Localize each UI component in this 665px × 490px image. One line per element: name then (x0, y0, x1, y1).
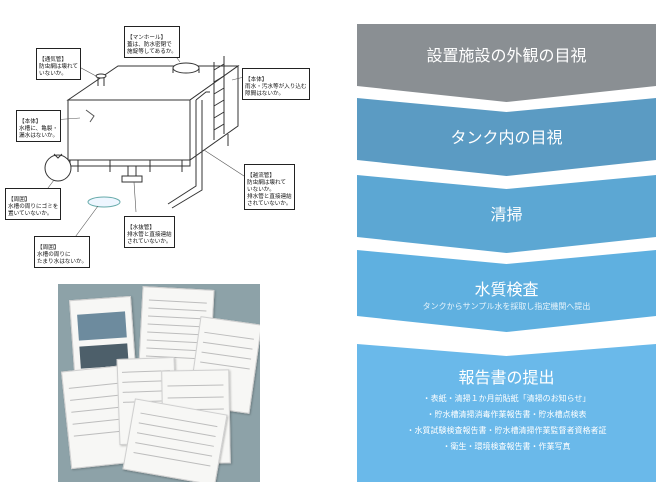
step-shape (357, 98, 656, 176)
flow-step-2: タンク内の目視 (357, 98, 656, 176)
step-subtitle: タンクからサンプル水を採取し指定機関へ提出 (422, 302, 591, 311)
report-item: ・貯水槽清掃消毒作業報告書・貯水槽点検表 (426, 410, 587, 419)
garbage-bag (44, 154, 72, 182)
puddle (87, 196, 121, 208)
process-flow: 設置施設の外観の目視 タンク内の目視 清掃 水質検査 タンクからサンプル水を採取… (357, 24, 656, 484)
flow-step-3: 清掃 (357, 175, 656, 253)
overflow-pipe (167, 100, 203, 209)
step-shape (357, 250, 656, 332)
callout-surround-garbage: 【周囲】水槽の周りにゴミを 置いていないか。 (5, 188, 62, 220)
step-title: タンク内の目視 (450, 128, 563, 147)
drain-pipe (127, 166, 137, 176)
tank-front (67, 99, 191, 161)
callout-body-top: 【本体】雨水・汚水等が入り込む 隙間はないか。 (242, 68, 310, 100)
step-title: 水質検査 (474, 280, 539, 299)
manhole-shape (172, 62, 200, 74)
report-documents-photo (58, 284, 260, 482)
step-title: 設置施設の外観の目視 (426, 46, 587, 65)
ladder (213, 56, 225, 140)
step-title: 報告書の提出 (458, 368, 555, 387)
callout-body-side: 【本体】水槽に、亀裂・ 漏水はないか。 (16, 110, 62, 142)
flow-step-4: 水質検査 タンクからサンプル水を採取し指定機関へ提出 (357, 250, 656, 332)
callout-manhole: 【マンホール】蓋は、防水密閉で 施錠等してあるか。 (124, 26, 180, 58)
flow-step-5: 報告書の提出 ・表紙・清掃１か月前貼紙「清掃のお知らせ」 ・貯水槽清掃消毒作業報… (357, 344, 656, 482)
step-shape (357, 24, 656, 102)
callout-overflow: 【越流管】防虫網は壊れて いないか。 排水管と直接連結 されていないか。 (244, 164, 295, 210)
callout-surround-water: 【周囲】水槽の周りに たまり水はないか。 (34, 236, 91, 268)
callout-drain: 【水抜管】排水管と直接連結 されていないか。 (124, 216, 175, 248)
step-shape (357, 344, 656, 482)
step-title: 清掃 (490, 205, 523, 224)
report-item: ・表紙・清掃１か月前貼紙「清掃のお知らせ」 (422, 394, 591, 403)
report-item: ・水質試験検査報告書・貯水槽清掃作業監督者資格者証 (406, 426, 607, 435)
flow-step-1: 設置施設の外観の目視 (357, 24, 656, 102)
report-item: ・衛生・環境検査報告書・作業写真 (442, 442, 571, 451)
callout-vent: 【通気管】防虫網は壊れて いないか。 (36, 48, 81, 80)
tank-diagram (41, 37, 249, 245)
step-shape (357, 175, 656, 253)
